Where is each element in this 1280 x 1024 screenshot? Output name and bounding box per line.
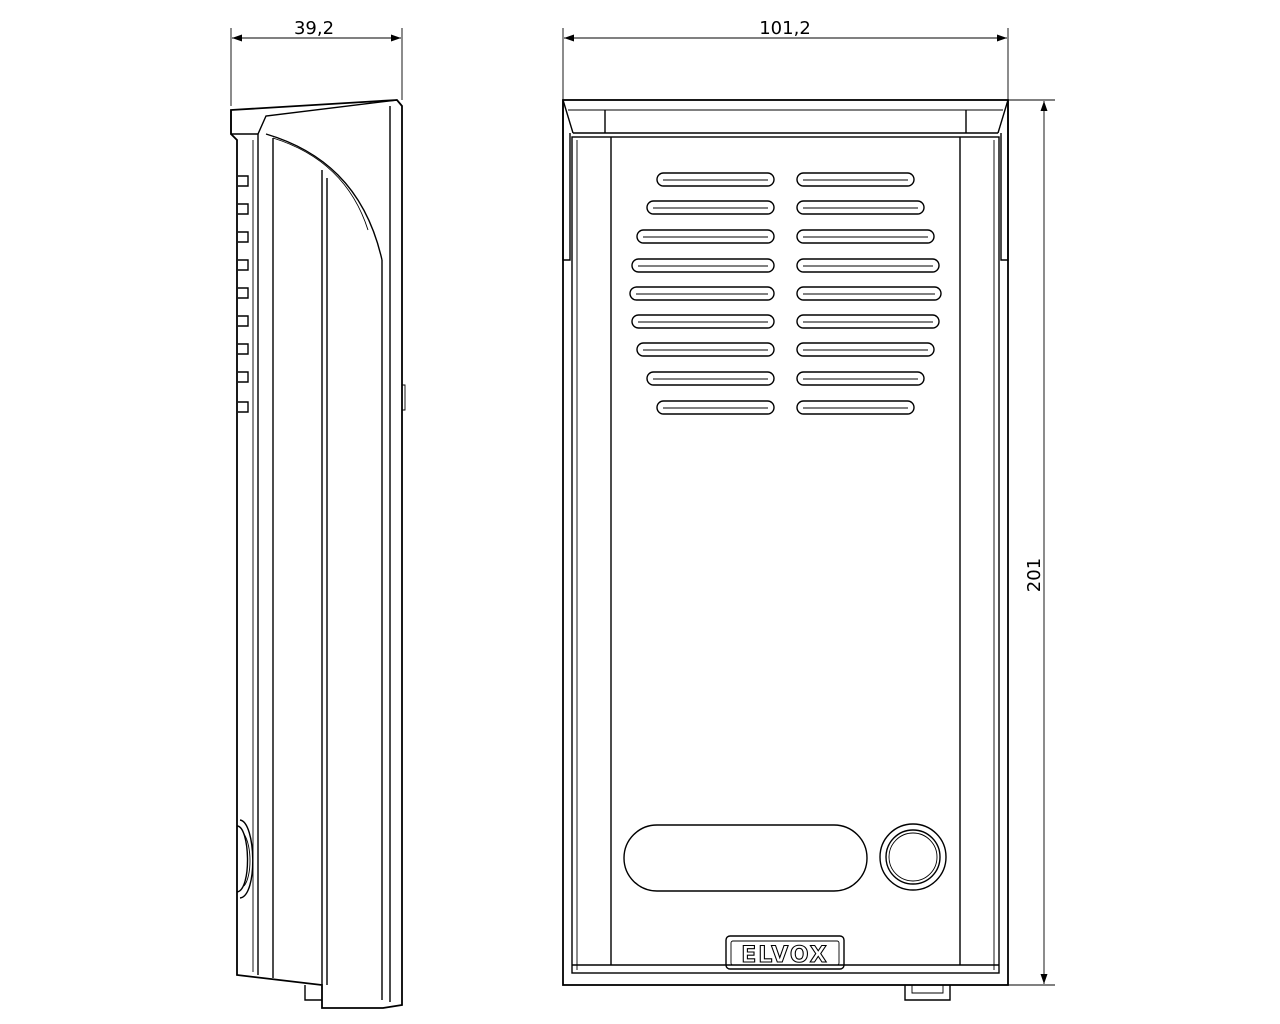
front-height-label: 201 [1024,558,1045,592]
front-outer-frame [562,99,1009,986]
grille-slot [796,371,925,386]
grille-slot [656,172,775,187]
brand-logo: ELVOX [725,935,845,970]
call-button[interactable] [879,823,947,891]
front-panel [571,136,1000,974]
grille-slot [629,286,775,301]
side-vents [238,175,249,413]
grille-slot [656,400,775,415]
grille-slot [636,229,775,244]
grille-slot [631,314,775,329]
bottom-screw-tab [904,985,951,1001]
side-view: 39,2 [230,18,406,1009]
side-button-profile [236,819,254,899]
side-body-outline [230,99,403,1009]
front-view: 101,2 201 [562,18,1055,1001]
front-width-label: 101,2 [759,18,811,39]
grille-slot [646,200,775,215]
grille-slot [796,229,935,244]
grille-slot [796,286,942,301]
grille-slot [796,314,940,329]
grille-slot [796,400,915,415]
grille-slot [796,200,925,215]
round-push-button-icon [879,823,947,891]
speaker-grille [629,172,942,415]
grille-slot [796,258,940,273]
grille-slot [796,342,935,357]
name-label-window [623,824,868,892]
brand-logo-text: ELVOX [741,943,829,968]
grille-slot [631,258,775,273]
grille-slot [796,172,915,187]
grille-slot [646,371,775,386]
side-depth-label: 39,2 [294,18,334,39]
grille-slot [636,342,775,357]
